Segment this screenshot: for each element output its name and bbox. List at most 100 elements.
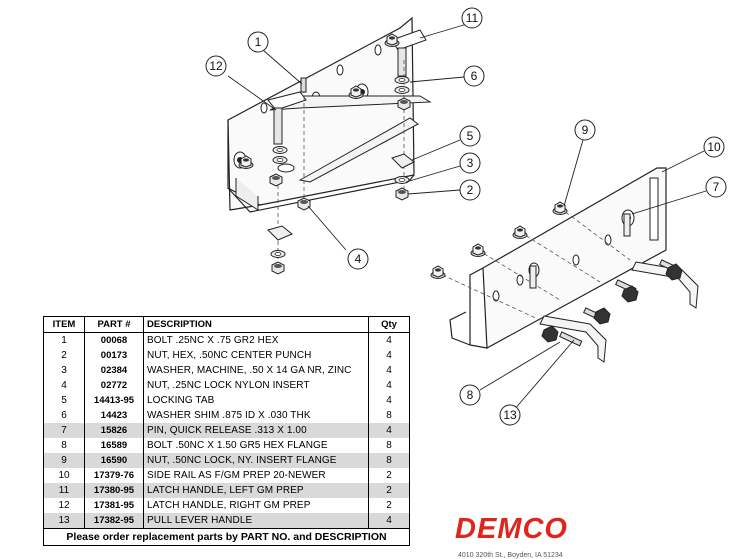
- svg-text:7: 7: [713, 180, 720, 194]
- callout-1: 1: [247, 31, 269, 53]
- table-header-row: ITEM PART # DESCRIPTION Qty: [43, 316, 410, 333]
- parts-list-table: ITEM PART # DESCRIPTION Qty 1 00068 BOLT…: [43, 316, 410, 546]
- table-row: 1 00068 BOLT .25NC X .75 GR2 HEX 4: [43, 332, 410, 348]
- part-qty: 4: [368, 348, 410, 363]
- part-number: 02384: [84, 363, 144, 378]
- header-description: DESCRIPTION: [143, 316, 369, 333]
- svg-text:9: 9: [582, 123, 589, 137]
- svg-text:13: 13: [503, 408, 517, 422]
- svg-text:6: 6: [471, 69, 478, 83]
- svg-text:4: 4: [355, 252, 362, 266]
- callout-4: 4: [347, 248, 369, 270]
- table-row: 9 16590 NUT, .50NC LOCK, NY. INSERT FLAN…: [43, 453, 410, 468]
- part-description: WASHER, MACHINE, .50 X 14 GA NR, ZINC: [143, 363, 369, 378]
- callout-8: 8: [459, 384, 481, 406]
- part-qty: 4: [368, 393, 410, 408]
- table-row: 10 17379-76 SIDE RAIL AS F/GM PREP 20-NE…: [43, 468, 410, 483]
- callout-2: 2: [459, 179, 481, 201]
- table-row: 11 17380-95 LATCH HANDLE, LEFT GM PREP 2: [43, 483, 410, 498]
- part-description: BOLT .50NC X 1.50 GR5 HEX FLANGE: [143, 438, 369, 453]
- company-address: 4010 320th St., Boyden, IA 51234: [458, 552, 563, 559]
- part-number: 00173: [84, 348, 144, 363]
- part-number: 15826: [84, 423, 144, 438]
- callout-7: 7: [705, 176, 727, 198]
- item-number: 10: [43, 468, 85, 483]
- demco-logo: DEMCO: [455, 513, 568, 545]
- part-description: LOCKING TAB: [143, 393, 369, 408]
- callout-11: 11: [461, 7, 483, 29]
- part-number: 17381-95: [84, 498, 144, 513]
- callout-9: 9: [574, 119, 596, 141]
- part-qty: 4: [368, 363, 410, 378]
- header-qty: Qty: [368, 316, 410, 333]
- svg-text:10: 10: [707, 140, 721, 154]
- part-qty: 4: [368, 423, 410, 438]
- svg-text:12: 12: [209, 59, 223, 73]
- item-number: 1: [43, 332, 85, 348]
- svg-text:3: 3: [467, 156, 474, 170]
- svg-text:8: 8: [467, 388, 474, 402]
- table-row: 8 16589 BOLT .50NC X 1.50 GR5 HEX FLANGE…: [43, 438, 410, 453]
- callout-5: 5: [459, 125, 481, 147]
- item-number: 13: [43, 513, 85, 529]
- part-description: NUT, .25NC LOCK NYLON INSERT: [143, 378, 369, 393]
- part-qty: 4: [368, 332, 410, 348]
- table-row: 3 02384 WASHER, MACHINE, .50 X 14 GA NR,…: [43, 363, 410, 378]
- item-number: 11: [43, 483, 85, 498]
- svg-text:2: 2: [467, 183, 474, 197]
- part-number: 14423: [84, 408, 144, 423]
- part-description: PIN, QUICK RELEASE .313 X 1.00: [143, 423, 369, 438]
- table-footer-row: Please order replacement parts by PART N…: [43, 528, 410, 546]
- item-number: 9: [43, 453, 85, 468]
- part-qty: 2: [368, 468, 410, 483]
- part-description: LATCH HANDLE, RIGHT GM PREP: [143, 498, 369, 513]
- svg-text:5: 5: [467, 129, 474, 143]
- part-qty: 2: [368, 498, 410, 513]
- right-rail-assembly: [430, 167, 699, 363]
- table-row: 13 17382-95 PULL LEVER HANDLE 4: [43, 513, 410, 529]
- leader-lines: [227, 23, 707, 411]
- part-description: WASHER SHIM .875 ID X .030 THK: [143, 408, 369, 423]
- svg-text:11: 11: [466, 11, 479, 25]
- part-description: BOLT .25NC X .75 GR2 HEX: [143, 332, 369, 348]
- part-qty: 4: [368, 378, 410, 393]
- item-number: 8: [43, 438, 85, 453]
- callout-13: 13: [499, 404, 521, 426]
- table-row: 6 14423 WASHER SHIM .875 ID X .030 THK 8: [43, 408, 410, 423]
- item-number: 2: [43, 348, 85, 363]
- callout-6: 6: [463, 65, 485, 87]
- part-qty: 8: [368, 453, 410, 468]
- part-description: NUT, HEX, .50NC CENTER PUNCH: [143, 348, 369, 363]
- callout-3: 3: [459, 152, 481, 174]
- part-qty: 2: [368, 483, 410, 498]
- item-number: 6: [43, 408, 85, 423]
- part-number: 17382-95: [84, 513, 144, 529]
- item-number: 5: [43, 393, 85, 408]
- table-row: 4 02772 NUT, .25NC LOCK NYLON INSERT 4: [43, 378, 410, 393]
- table-row: 5 14413-95 LOCKING TAB 4: [43, 393, 410, 408]
- item-number: 7: [43, 423, 85, 438]
- part-description: PULL LEVER HANDLE: [143, 513, 369, 529]
- part-number: 16590: [84, 453, 144, 468]
- table-row: 12 17381-95 LATCH HANDLE, RIGHT GM PREP …: [43, 498, 410, 513]
- part-number: 17380-95: [84, 483, 144, 498]
- left-rail-assembly: [227, 16, 432, 275]
- part-qty: 8: [368, 408, 410, 423]
- part-description: NUT, .50NC LOCK, NY. INSERT FLANGE: [143, 453, 369, 468]
- part-number: 17379-76: [84, 468, 144, 483]
- item-number: 4: [43, 378, 85, 393]
- svg-text:1: 1: [255, 35, 262, 49]
- item-number: 12: [43, 498, 85, 513]
- part-number: 14413-95: [84, 393, 144, 408]
- callout-10: 10: [703, 136, 725, 158]
- header-part-number: PART #: [84, 316, 144, 333]
- part-description: LATCH HANDLE, LEFT GM PREP: [143, 483, 369, 498]
- order-instructions: Please order replacement parts by PART N…: [43, 528, 410, 546]
- part-qty: 8: [368, 438, 410, 453]
- header-item: ITEM: [43, 316, 85, 333]
- part-number: 02772: [84, 378, 144, 393]
- callout-12: 12: [205, 55, 227, 77]
- part-number: 16589: [84, 438, 144, 453]
- part-description: SIDE RAIL AS F/GM PREP 20-NEWER: [143, 468, 369, 483]
